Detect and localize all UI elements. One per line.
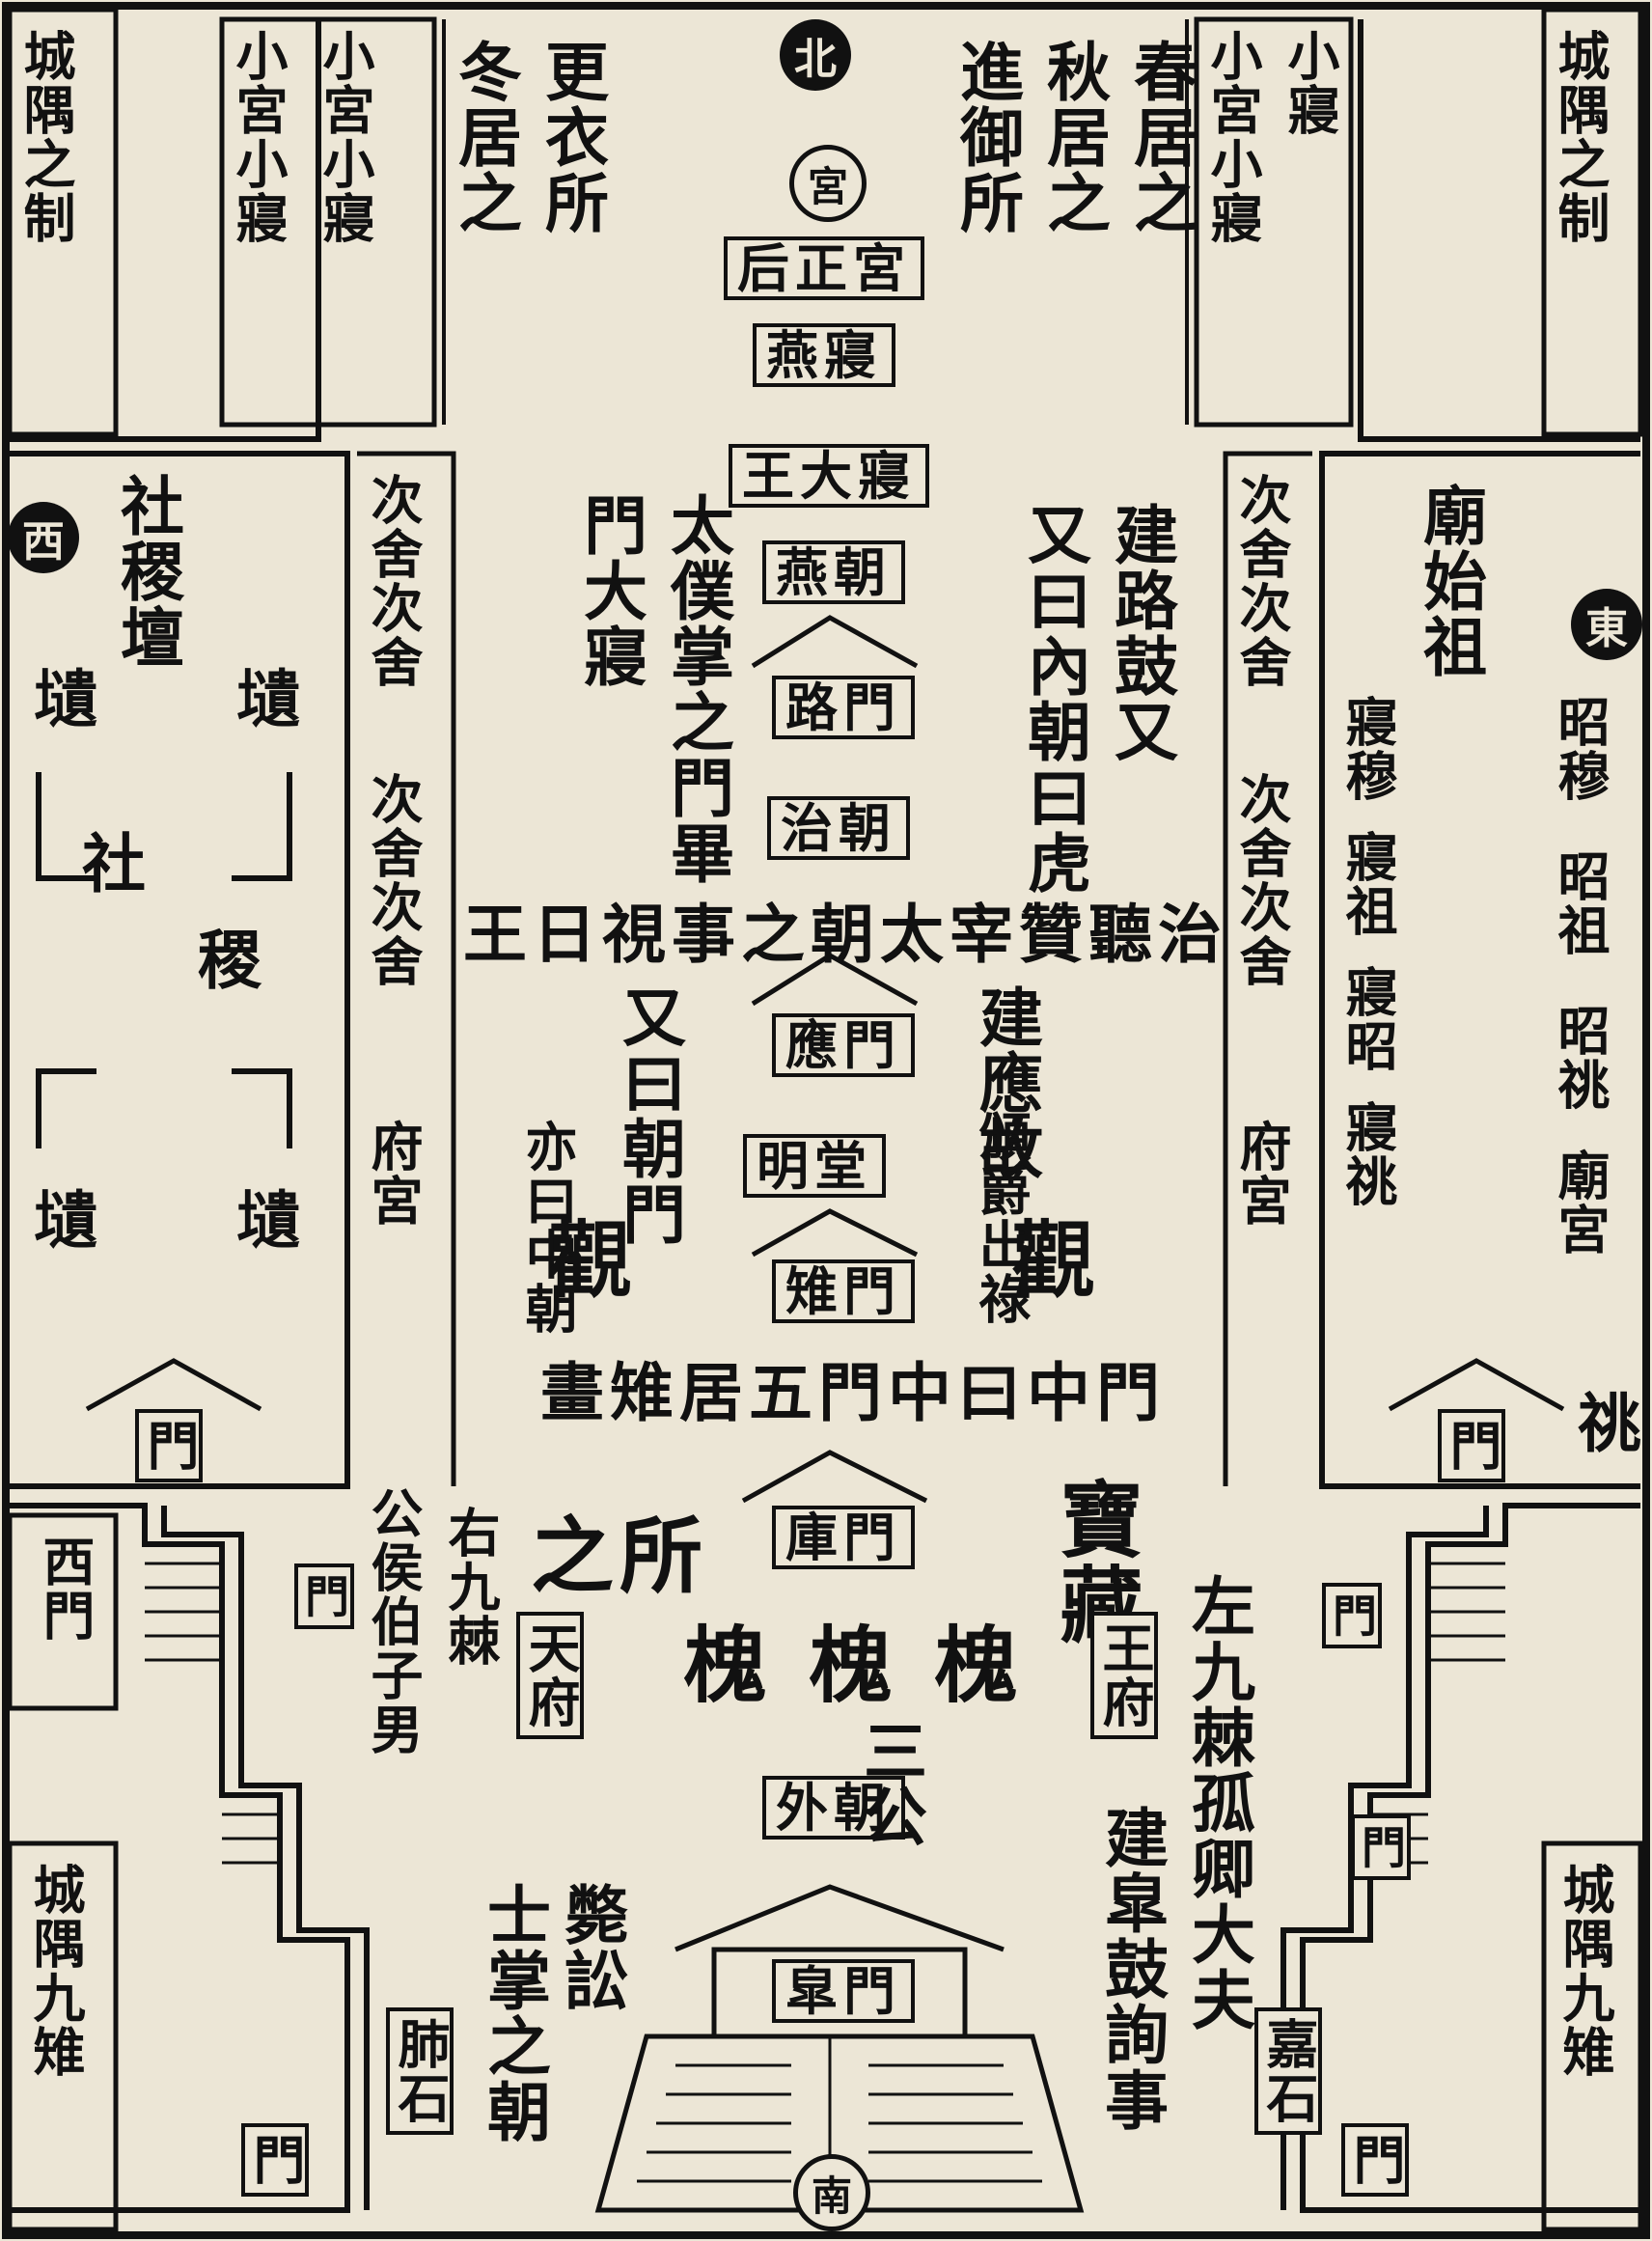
chamber-gate-note: 門大寢 [573,492,648,689]
pheasant-gate-note: 畫雉居五門中曰中門 [540,1355,1166,1430]
court-gate-note: 又曰朝門 [612,984,687,1247]
south-badge: 南 [793,2154,870,2231]
northwest-corner-label: 城隅之制 [14,29,76,245]
west-lodging-1: 次舍次舍 [362,473,424,689]
east-lodging-1: 次舍次舍 [1230,473,1292,689]
east-far-2: 昭祖 [1549,849,1611,957]
daily-audience-note: 王日視事之朝太宰贊聽治 [463,897,1227,972]
north-winter-residence: 冬居之 [448,39,523,235]
place-note: 之所 [531,1508,708,1605]
nobles-ranks-note: 公侯伯子男 [362,1486,424,1757]
east-small-gate: 門 [1322,1583,1382,1648]
southeast-corner-label: 城隅九雉 [1554,1863,1615,2079]
west-altar-wall-1: 壝 [23,666,98,732]
north-wardrobe: 更衣所 [535,39,610,235]
north-right-small-chambers: 小寢 [1279,29,1340,137]
north-attendance-hall: 進御所 [950,39,1025,235]
west-altar-wall-3: 壝 [23,1187,98,1253]
fine-stone: 嘉石 [1254,2007,1322,2135]
response-gate: 應門 [772,1013,915,1077]
west-watchtower: 觀 [534,1216,631,1301]
east-badge: 東 [1571,589,1642,660]
east-watchtower: 觀 [997,1216,1094,1301]
east-chamber-zu: 寢祖 [1336,830,1398,938]
bright-hall: 明堂 [743,1134,886,1198]
east-offices: 府宮 [1230,1120,1292,1228]
ancestral-temple-title: 廟始祖 [1413,483,1488,679]
road-drum-note: 建路鼓又 [1104,502,1179,764]
north-left-small-palaces-1: 小宮小寢 [227,29,289,245]
northeast-corner-label: 城隅之制 [1549,29,1611,245]
earth-altar: 社 [71,830,147,896]
lung-stone: 肺石 [386,2007,454,2135]
south-west-gate: 門 [241,2123,309,2197]
north-autumn-residence: 秋居之 [1036,39,1112,235]
west-small-gate: 門 [294,1563,354,1629]
east-lodging-2: 次舍次舍 [1230,772,1292,988]
right-nine-thorns: 右九棘 [439,1506,501,1668]
east-temple-gate: 門 [1438,1409,1505,1482]
north-badge: 北 [780,19,851,91]
east-lower-gate: 門 [1351,1814,1411,1880]
left-nine-thorns: 左九棘孤卿大夫 [1181,1573,1256,2033]
leisure-chamber: 燕寢 [753,323,895,387]
royal-treasury: 王府 [1090,1612,1158,1739]
west-altar-gate: 門 [135,1409,203,1482]
east-far-1: 昭穆 [1549,695,1611,803]
response-drum-note: 建應故 [969,984,1044,1181]
west-lodging-2: 次舍次舍 [362,772,424,988]
leisure-court: 燕朝 [762,540,905,604]
west-altar-wall-4: 壝 [226,1187,301,1253]
locust-tree-east: 槐 [920,1621,1017,1706]
grain-altar: 稷 [187,927,262,992]
marsh-gate: 皐門 [772,1959,915,2023]
earth-grain-altar-title: 社稷壇 [110,473,185,670]
north-spring-residence: 春居之 [1123,39,1198,235]
storehouse-gate: 庫門 [772,1506,915,1569]
pheasant-gate: 雉門 [772,1259,915,1323]
east-far-3: 昭祧 [1549,1004,1611,1112]
litigation-note: 斃訟 [554,1882,629,2013]
grand-servant-note: 太僕掌之門畢 [660,492,735,886]
inner-court-note: 又曰內朝曰虎 [1017,502,1092,896]
locust-tree-west: 槐 [669,1621,766,1706]
queen-main-palace: 后正宮 [724,236,924,300]
west-offices: 府宮 [362,1120,424,1228]
west-badge: 西 [8,502,79,573]
middle-court-note: 亦曰中朝 [516,1120,578,1336]
east-far-4: 廟宮 [1549,1148,1611,1257]
governance-court: 治朝 [767,796,910,860]
rank-salary-note: 頒爵出祿 [970,1110,1032,1326]
south-east-gate: 門 [1341,2123,1409,2197]
locust-tree-middle: 槐 [794,1621,892,1706]
east-chamber-zhao: 寢昭 [1336,965,1398,1073]
heaven-treasury: 天府 [516,1612,584,1739]
southwest-corner-label: 城隅九雉 [24,1863,86,2079]
three-dukes-note: 三公 [853,1718,928,1849]
north-left-small-palaces-2: 小宮小寢 [314,29,375,245]
officers-court-note: 士掌之朝 [477,1882,552,2144]
north-right-small-palaces: 小宮小寢 [1201,29,1263,245]
west-altar-wall-2: 壝 [226,666,301,732]
ancestral-tiao: 祧 [1567,1390,1642,1455]
east-chamber-tiao: 寢祧 [1336,1100,1398,1208]
outer-court: 外朝 [762,1776,905,1840]
road-gate: 路門 [772,676,915,739]
east-chamber-mu: 寢穆 [1336,695,1398,803]
king-great-chamber: 王大寢 [729,444,929,508]
marsh-drum-note: 建皐鼓詢事 [1094,1805,1170,2133]
west-gate-label: 西門 [34,1535,96,1643]
palace-badge: 宮 [789,145,867,222]
